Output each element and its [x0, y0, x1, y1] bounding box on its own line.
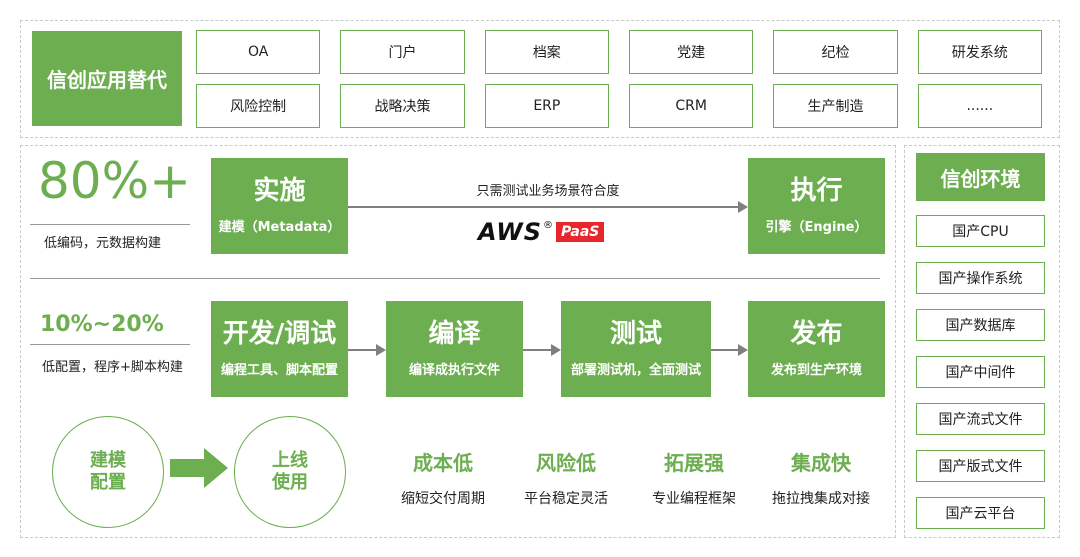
stat-10-20-note: 低配置，程序+脚本构建: [42, 360, 183, 375]
execute-title: 执行: [790, 175, 843, 206]
implement-to-execute-arrow: [348, 199, 748, 213]
execute-box: 执行 引擎（Engine）: [748, 158, 885, 254]
env-cpu[interactable]: 国产CPU: [916, 215, 1045, 247]
top-row-2: 风险控制 战略决策 ERP CRM 生产制造 ......: [196, 84, 1042, 128]
stage-release-sub: 发布到生产环境: [770, 363, 862, 379]
stage-compile-title: 编译: [428, 318, 481, 349]
env-section: [904, 145, 1060, 538]
app-crm[interactable]: CRM: [628, 84, 754, 128]
execute-sub: 引擎（Engine）: [765, 220, 868, 236]
stage-test-sub: 部署测试机，全面测试: [570, 363, 701, 379]
paas-badge: PaaS: [556, 222, 605, 242]
circle-golive-line2: 使用: [272, 472, 308, 493]
implement-box: 实施 建模（Metadata）: [211, 158, 348, 254]
feature-low-cost-title: 成本低: [413, 451, 473, 475]
stage-develop-debug: 开发/调试 编程工具、脚本配置: [211, 301, 348, 397]
app-risk-control[interactable]: 风险控制: [196, 84, 321, 128]
stage-test: 测试 部署测试机，全面测试: [561, 301, 711, 397]
env-layout-file[interactable]: 国产版式文件: [916, 450, 1045, 482]
arrow-label: 只需测试业务场景符合度: [476, 184, 620, 199]
feature-low-risk: 风险低 平台稳定灵活: [503, 447, 629, 508]
aws-logo-reg: ®: [543, 220, 554, 231]
circle-model-config: 建模 配置: [52, 416, 164, 528]
circle-go-live: 上线 使用: [234, 416, 346, 528]
app-archive[interactable]: 档案: [484, 30, 609, 74]
main-section: [20, 145, 896, 538]
feature-low-cost: 成本低 缩短交付周期: [380, 447, 506, 508]
app-manufacturing[interactable]: 生产制造: [773, 84, 898, 128]
stat-80-divider: [30, 224, 190, 225]
circle-model-line2: 配置: [90, 472, 126, 493]
env-title: 信创环境: [916, 153, 1045, 201]
app-rnd-system[interactable]: 研发系统: [917, 30, 1042, 74]
feature-fast-integration: 集成快 拖拉拽集成对接: [754, 447, 888, 508]
app-discipline[interactable]: 纪检: [773, 30, 898, 74]
section-divider: [30, 278, 880, 279]
app-erp[interactable]: ERP: [484, 84, 609, 128]
app-strategy[interactable]: 战略决策: [340, 84, 465, 128]
env-cloud-platform[interactable]: 国产云平台: [916, 497, 1045, 529]
feature-low-cost-desc: 缩短交付周期: [401, 491, 485, 507]
env-middleware[interactable]: 国产中间件: [916, 356, 1045, 388]
stage-release-title: 发布: [790, 318, 843, 349]
circle-model-line1: 建模: [90, 450, 126, 472]
stat-80-value: 80%+: [38, 152, 192, 210]
feature-fast-integration-title: 集成快: [791, 451, 851, 475]
top-section: [20, 20, 1060, 138]
feature-extensible-title: 拓展强: [664, 451, 724, 475]
stage-compile-sub: 编译成执行文件: [408, 363, 500, 379]
env-database[interactable]: 国产数据库: [916, 309, 1045, 341]
feature-extensible-desc: 专业编程框架: [652, 491, 736, 507]
app-portal[interactable]: 门户: [340, 30, 465, 74]
stat-80-note: 低编码，元数据构建: [44, 236, 162, 251]
env-os[interactable]: 国产操作系统: [916, 262, 1045, 294]
app-party-building[interactable]: 党建: [628, 30, 754, 74]
stage-compile: 编译 编译成执行文件: [386, 301, 523, 397]
stat-10-20-value: 10%~20%: [40, 312, 164, 337]
top-row-1: OA 门户 档案 党建 纪检 研发系统: [196, 30, 1042, 74]
top-title: 信创应用替代: [32, 31, 182, 126]
app-oa[interactable]: OA: [196, 30, 321, 74]
stage-release: 发布 发布到生产环境: [748, 301, 885, 397]
big-green-arrow: [170, 448, 228, 492]
implement-sub: 建模（Metadata）: [218, 220, 341, 236]
stage-test-title: 测试: [609, 318, 662, 349]
aws-logo-text: AWS: [478, 218, 543, 246]
arrow-develop-to-compile: [348, 342, 386, 361]
feature-fast-integration-desc: 拖拉拽集成对接: [772, 491, 870, 507]
feature-low-risk-desc: 平台稳定灵活: [524, 491, 608, 507]
stage-develop-sub: 编程工具、脚本配置: [220, 363, 338, 379]
arrow-compile-to-test: [523, 342, 561, 361]
app-more[interactable]: ......: [917, 84, 1042, 128]
stage-develop-title: 开发/调试: [222, 318, 337, 349]
feature-extensible: 拓展强 专业编程框架: [631, 447, 757, 508]
feature-low-risk-title: 风险低: [536, 451, 596, 475]
implement-title: 实施: [253, 175, 306, 206]
aws-paas-logo: AWS ® PaaS: [478, 218, 605, 246]
circle-golive-line1: 上线: [272, 450, 308, 472]
env-stream-file[interactable]: 国产流式文件: [916, 403, 1045, 435]
arrow-test-to-release: [711, 342, 748, 361]
stat-10-20-divider: [30, 344, 190, 345]
